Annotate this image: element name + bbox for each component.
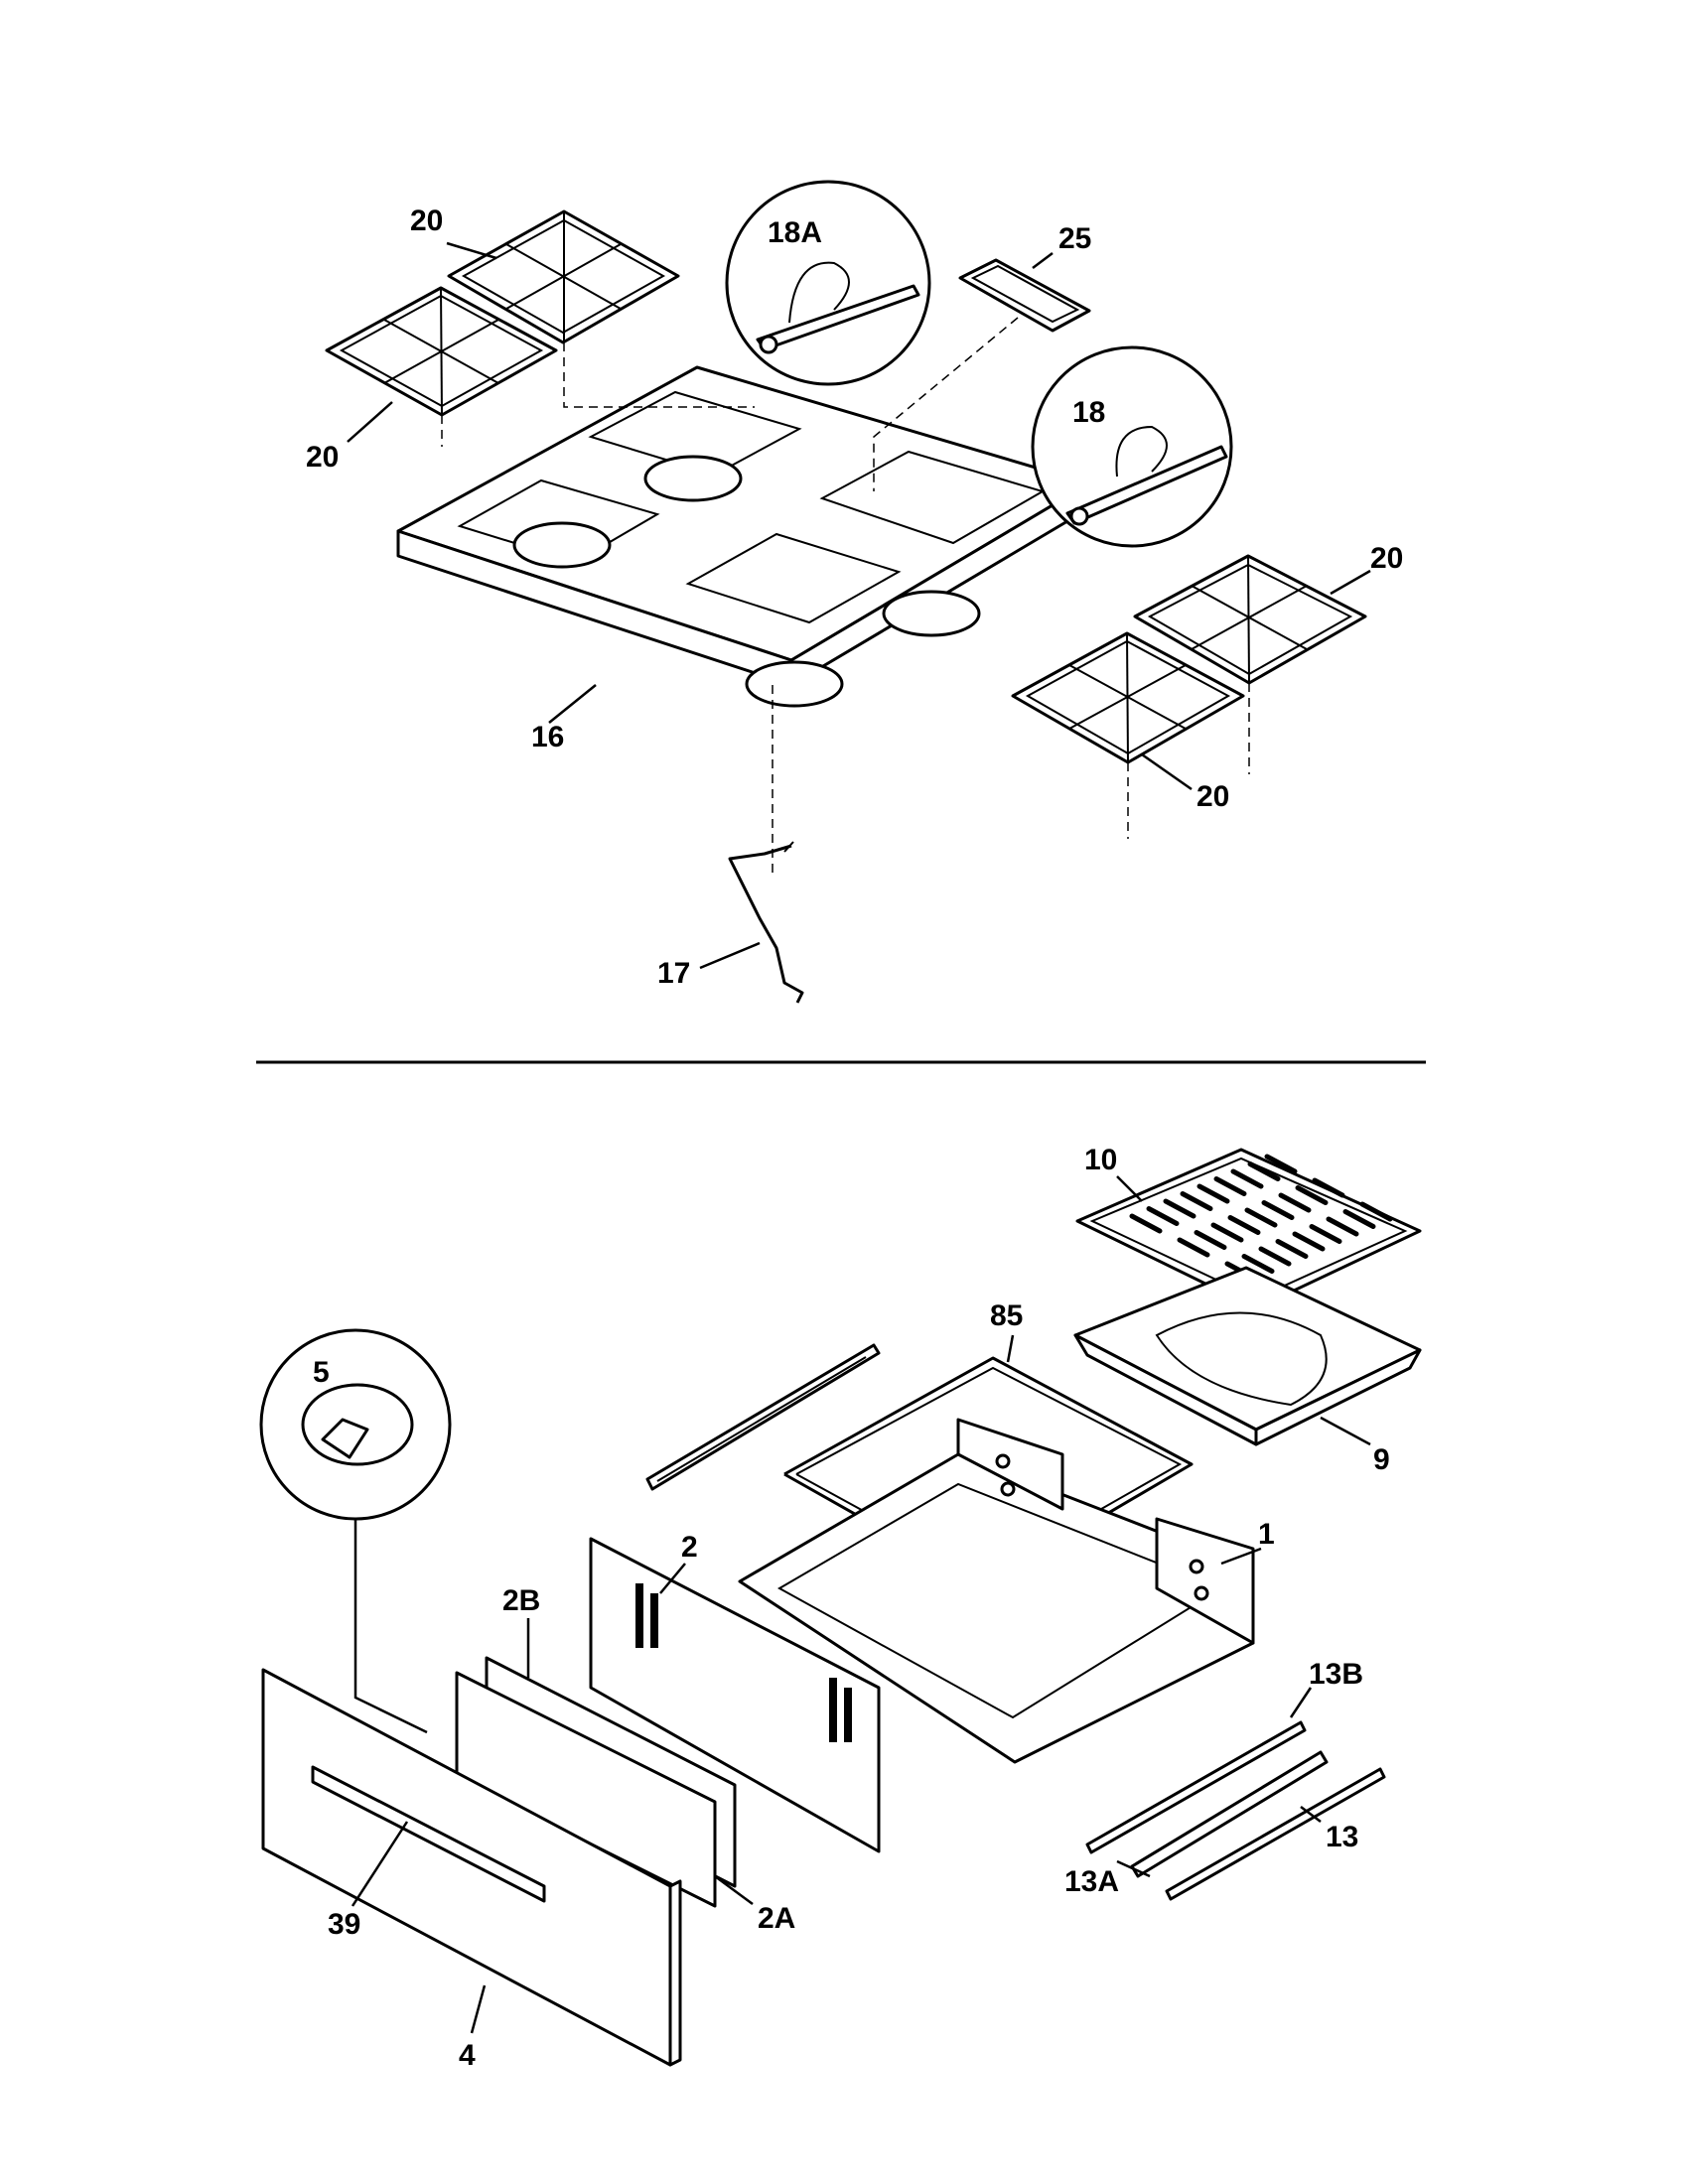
drawer-slide-13 [1165, 1767, 1386, 1901]
drawer-slide-13b [1085, 1720, 1307, 1854]
callout-cooktop: 16 [531, 721, 564, 753]
burner-hole [643, 455, 743, 502]
drawer-insulation-panel [455, 1671, 717, 1908]
callout-spring: 17 [657, 957, 690, 990]
burner-hole [512, 521, 612, 569]
broil-slot [1264, 1154, 1298, 1174]
broil-slot [1309, 1224, 1342, 1244]
broil-slot [1177, 1237, 1210, 1258]
callout-drawer-panel: 2B [502, 1584, 540, 1617]
broil-slot [1342, 1209, 1376, 1229]
detail-bracket-18 [1031, 345, 1233, 548]
broil-slot [1163, 1198, 1196, 1219]
broil-slot [1180, 1191, 1213, 1211]
broil-slot [1146, 1206, 1180, 1226]
broil-slot [1129, 1213, 1163, 1234]
detail-knob-5 [259, 1328, 452, 1521]
callout-grate-bottom-right: 20 [1196, 780, 1229, 813]
drawer-back-panel [589, 1537, 881, 1853]
drawer-handle [311, 1765, 546, 1903]
callout-trim-clip: 25 [1058, 222, 1091, 255]
broil-slot [1359, 1201, 1393, 1222]
broil-slot [1261, 1200, 1295, 1220]
drawer-side-rail [645, 1343, 881, 1491]
burner-hole [745, 660, 844, 708]
cooktop [396, 365, 1091, 708]
callout-handle: 39 [328, 1908, 360, 1941]
broil-slot [1292, 1231, 1326, 1252]
broil-slot [1210, 1222, 1244, 1243]
callout-slide: 13 [1326, 1821, 1358, 1853]
broil-slot [1230, 1168, 1264, 1189]
callout-grate-top-right: 20 [1370, 542, 1403, 575]
callout-drawer-back: 2 [681, 1531, 698, 1564]
broil-slot [1227, 1215, 1261, 1235]
callout-bracket-18a: 18A [768, 216, 822, 249]
broil-slot [1194, 1230, 1227, 1250]
callout-broil-insert: 10 [1084, 1144, 1117, 1176]
trim-clip [958, 258, 1091, 333]
callout-grate-top-left: 20 [410, 205, 443, 237]
broil-slot [1244, 1207, 1278, 1228]
burner-grate-rear-right [1133, 554, 1367, 685]
callout-bracket-18: 18 [1072, 396, 1105, 429]
callout-knob: 5 [313, 1356, 330, 1389]
broil-slot [1241, 1254, 1275, 1274]
callout-drawer-insulation: 2A [758, 1902, 795, 1935]
drawer-body [738, 1418, 1255, 1764]
drawer-front [261, 1668, 682, 2067]
broil-pan [1073, 1266, 1422, 1446]
broil-slot [1213, 1176, 1247, 1196]
callout-rack-frame: 85 [990, 1299, 1023, 1332]
oven-spring [728, 841, 804, 1004]
broil-slot [1247, 1161, 1281, 1181]
broil-slot [1258, 1246, 1292, 1267]
burner-grate-front-left [325, 286, 558, 417]
broil-slot [1295, 1185, 1329, 1205]
callout-grate-bottom-left: 20 [306, 441, 339, 474]
broil-slot [1278, 1192, 1312, 1213]
callout-drawer-body: 1 [1258, 1518, 1275, 1551]
broil-slot [1326, 1216, 1359, 1237]
burner-hole [882, 590, 981, 637]
burner-grate-front-right [1011, 631, 1245, 764]
callout-broil-pan: 9 [1373, 1443, 1390, 1476]
burner-grate-rear-left [447, 209, 680, 344]
callout-slide-b: 13B [1309, 1658, 1363, 1691]
drawer-slide-13a [1130, 1750, 1329, 1878]
broil-pan-insert [1075, 1148, 1422, 1310]
broil-slot [1275, 1239, 1309, 1259]
broil-slot [1196, 1183, 1230, 1204]
detail-bracket-18a [725, 180, 931, 386]
callout-drawer-front: 4 [459, 2039, 476, 2072]
broil-slot [1312, 1177, 1345, 1198]
callout-slide-a: 13A [1064, 1865, 1119, 1898]
